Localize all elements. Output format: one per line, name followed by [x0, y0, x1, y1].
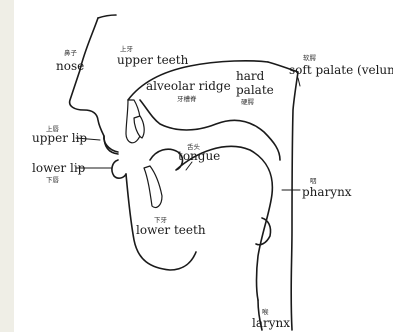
pharynx-label: pharynx [302, 185, 352, 199]
upper-skull-outline [98, 15, 116, 18]
tongue-label: tongue [178, 149, 220, 163]
hard-palate-label-line2: palate [236, 83, 274, 97]
upper-teeth-label: upper teeth [117, 53, 189, 67]
alveolar-ridge-label: alveolar ridge [146, 79, 231, 93]
larynx-label-zh: 喉 [262, 307, 269, 316]
upper-lip-outline [104, 136, 118, 152]
nose-label: nose [56, 59, 84, 73]
pharynx-label-zh: 咽 [310, 177, 317, 185]
soft-palate-label: soft palate (velum) [289, 63, 393, 77]
upper-teeth-label-zh: 上牙 [120, 44, 134, 53]
lower-lip-label-zh: 下唇 [46, 176, 60, 184]
hard-palate-label-line1: hard [236, 69, 265, 83]
lower-lip-outline [112, 160, 126, 178]
soft-palate-label-zh: 软腭 [303, 53, 317, 62]
tongue-pointer [186, 162, 192, 170]
lower-lip-label: lower lip [32, 161, 86, 175]
nose-label-zh: 鼻子 [64, 48, 78, 57]
alveolar-ridge-label-zh: 牙槽脊 [177, 94, 197, 103]
soft-palate-pointer [298, 78, 300, 86]
lower-teeth-label: lower teeth [136, 223, 206, 237]
larynx-label: larynx [252, 316, 290, 330]
hard-palate-label-zh: 硬腭 [241, 98, 255, 106]
lower-teeth-shape [144, 166, 162, 208]
upper-lip-label: upper lip [32, 131, 87, 145]
